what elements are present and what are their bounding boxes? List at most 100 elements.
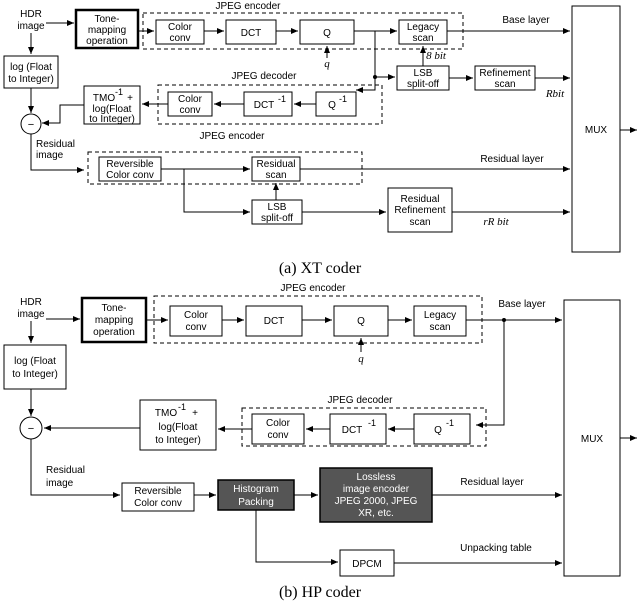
xt-tmo-label-2: log(Float [93,104,132,115]
xt-tmo-label: TMO [93,93,115,104]
xt-dct-box [225,19,277,45]
xt-residual-image-label-2: image [36,150,64,161]
hp-dct-label: DCT [264,316,285,327]
hp-tmo-plus: + [192,408,198,419]
xt-jpeg-decoder-label: JPEG decoder [231,71,297,82]
xt-legacy-scan-label-1: Legacy [407,22,439,33]
xt-refinement-label-2: scan [494,79,515,90]
hp-hdr-image-label-2: image [17,309,45,320]
xt-resref-label-1: Residual [401,194,440,205]
hp-histogram-packing-box [217,479,295,511]
xt-mux-box [571,5,621,253]
xt-dct-label: DCT [241,28,262,39]
xt-arrow-tmo-to-subtract [42,104,84,126]
hp-lossless-label-3: JPEG 2000, JPEG [335,496,418,507]
xt-lsb-splitoff-2-box [251,199,303,225]
xt-8bit-label: 8 bit [426,50,447,62]
hp-tone-label-3: operation [93,327,135,338]
hp-mux-box [563,299,621,577]
xt-reversible-color-box [98,156,162,182]
hp-log-float-box [3,344,67,390]
hp-q-inv-box [413,413,471,445]
hp-dct-inv-label: DCT [342,425,363,436]
hp-log-label-1: log (Float [14,356,56,367]
xt-resref-label-3: scan [409,217,430,228]
hp-caption: (b) HP coder [279,584,362,601]
hp-tone-label-1: Tone- [101,303,126,314]
xt-branch-q-to-decoder [357,31,376,91]
xt-tone-mapping-box [74,8,140,50]
xt-q-box [299,19,355,45]
xt-lsb-label-1: LSB [414,68,433,79]
xt-jpeg-encoder-label: JPEG encoder [215,1,281,12]
hp-dec-color-label-1: Color [266,418,291,429]
hp-residual-image-label-1: Residual [46,465,85,476]
xt-legacy-scan-label-2: scan [412,33,433,44]
hp-q-inv-label: Q [434,425,442,436]
hp-legacy-label-2: scan [429,322,450,333]
xt-minus-sign: − [28,119,34,131]
xt-dec-color-conv-box [167,91,213,117]
xt-legacy-scan-box [398,19,448,45]
hp-reversible-label-1: Reversible [134,486,182,497]
hp-q-input-label: q [358,353,364,365]
hp-legacy-scan-box [413,305,467,337]
hp-lossless-encoder-box [319,467,433,523]
xt-arrow-rev-to-lsb2 [183,169,250,215]
hp-reversible-color-box [121,482,195,512]
hp-arrow-branch-to-qinv [476,320,505,428]
xt-q-label: Q [323,28,331,39]
hp-dpcm-box [339,549,395,577]
hp-legacy-label-1: Legacy [424,310,456,321]
hp-color-label-1: Color [184,310,209,321]
hp-jpeg-decoder-group [241,407,487,447]
xt-arrow-residual-to-rev [30,134,84,173]
xt-residual-scan-box [251,156,301,182]
hp-coder-diagram: HDR image Tone- mapping operation JPEG e… [3,283,637,601]
xt-tone-mapping-label-1: Tone- [94,14,119,25]
xt-dec-color-label-2: conv [179,105,200,116]
hp-hist-label-1: Histogram [233,484,279,495]
hp-dec-color-label-2: conv [267,430,288,441]
xt-residual-scan-label-1: Residual [257,159,296,170]
hp-dec-color-box [251,413,305,445]
xt-residual-layer-label: Residual layer [480,154,544,165]
xt-q-input-label: q [324,58,330,70]
hp-tmo-label: TMO [155,408,177,419]
hp-tmo-sup: -1 [178,402,186,412]
hp-reversible-label-2: Color conv [134,498,182,509]
xt-dec-color-label-1: Color [178,94,203,105]
xt-reversible-label-1: Reversible [106,159,154,170]
xt-lsb2-label-2: split-off [261,213,293,224]
xt-mux-label: MUX [585,125,608,136]
hp-dpcm-label: DPCM [352,559,381,570]
hp-log-label-2: to Integer) [12,369,58,380]
hp-jpeg-decoder-label: JPEG decoder [327,395,393,406]
hp-q-label: Q [357,316,365,327]
xt-tone-mapping-label-3: operation [86,36,128,47]
xt-hdr-image-label-1: HDR [20,9,42,20]
hp-residual-image-label-2: image [46,478,74,489]
hp-tmo-label-3: to Integer) [155,435,201,446]
hp-tmo-label-2: log(Float [159,422,198,433]
hp-q-box [333,305,389,337]
xt-residual-encoder-group [87,151,363,185]
hp-arrow-hist-to-dpcm [255,510,338,565]
xt-tmo-plus: + [127,93,133,104]
xt-resref-label-2: Refinement [394,205,445,216]
hp-hdr-image-label-1: HDR [20,297,42,308]
xt-lsb2-label-1: LSB [268,202,287,213]
xt-log-float-label-2: to Integer) [8,74,54,85]
xt-rbit-label: Rbit [545,88,565,100]
hp-tone-label-2: mapping [95,315,133,326]
xt-residual-image-label-1: Residual [36,139,75,150]
xt-hdr-image-label-2: image [17,21,45,32]
xt-dct-inv-box [243,91,293,117]
xt-dct-inv-label: DCT [254,100,275,111]
xt-color-conv-box [155,19,205,45]
hp-tmo-inv-box [139,399,217,451]
hp-unpacking-table-label: Unpacking table [460,543,532,554]
xt-reversible-label-2: Color conv [106,170,154,181]
xt-color-conv-label-2: conv [169,33,190,44]
